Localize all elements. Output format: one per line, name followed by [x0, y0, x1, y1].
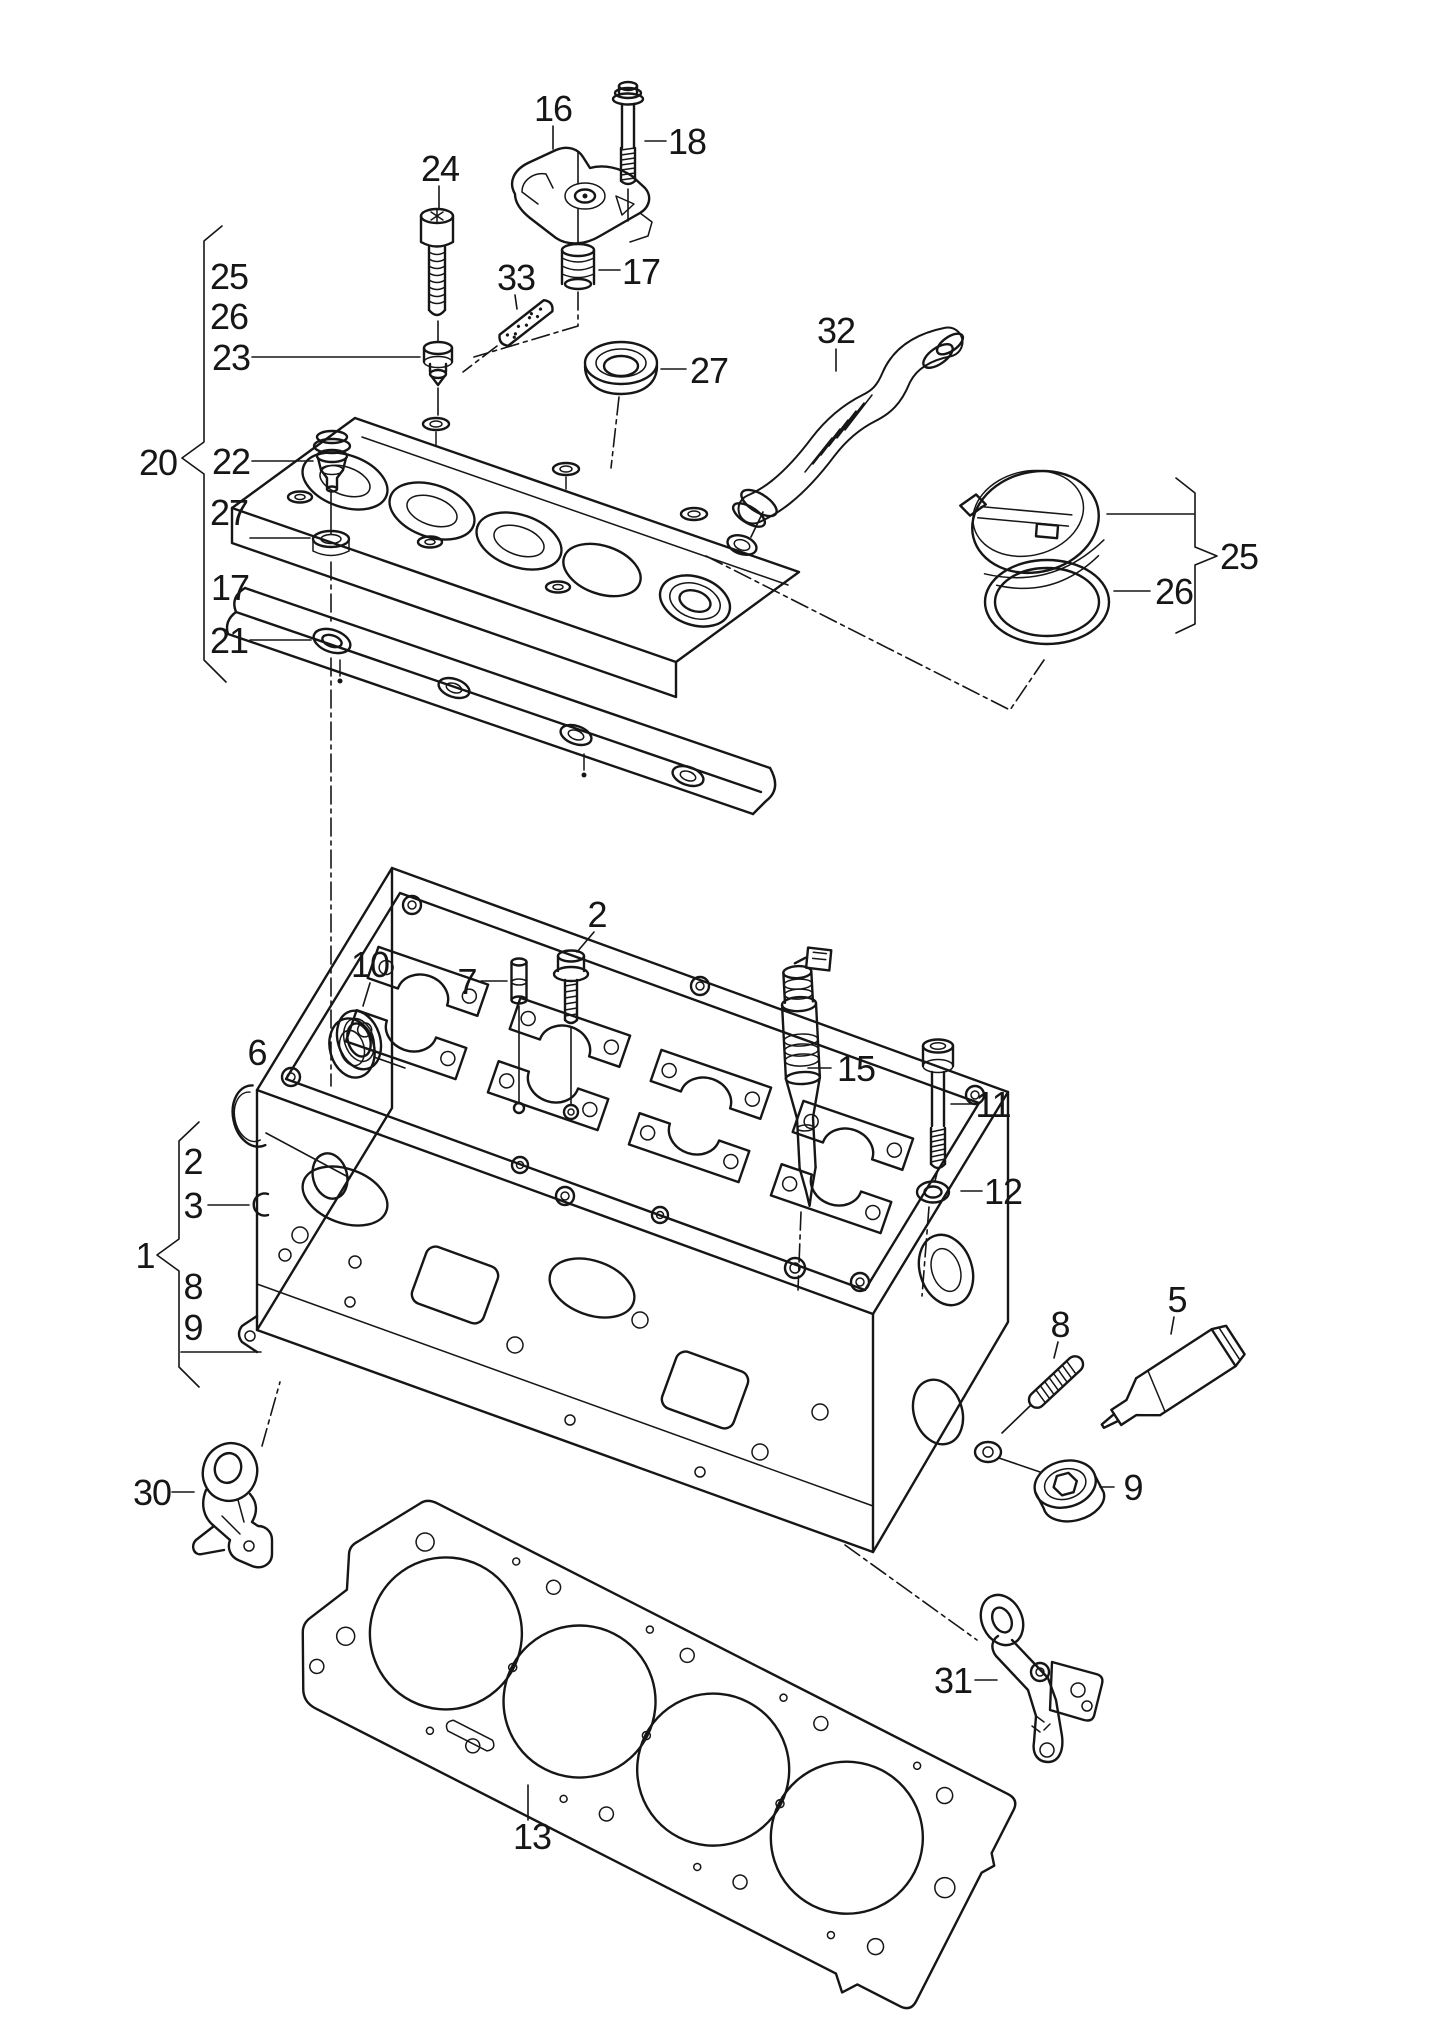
breather-hose-32: [731, 326, 965, 528]
callout-26-right: 26: [1155, 571, 1193, 612]
guide-pin-33: [498, 299, 554, 347]
bolt-18: [611, 80, 645, 186]
washer-12: [915, 1180, 951, 1204]
bearing-cap: [769, 1099, 915, 1235]
cover-bolt-seats: [286, 416, 709, 594]
group-braces: [156, 225, 1218, 1388]
grommet-23: [422, 340, 454, 387]
callout-15: 15: [837, 1048, 875, 1089]
cam-seal-10: [335, 1009, 383, 1071]
callout-27-top: 27: [690, 350, 728, 391]
cam-bracket-16: [510, 146, 653, 245]
head-gasket: [301, 1499, 1017, 2010]
callout-7: 7: [457, 961, 476, 1002]
cover-hump: [301, 451, 642, 598]
callout-25-left: 25: [210, 256, 248, 297]
callout-3-list: 3: [183, 1185, 202, 1226]
callout-20-group: 20: [139, 442, 177, 483]
head-right-face: [911, 1233, 1003, 1464]
sealing-plug-6: [231, 1084, 267, 1148]
callout-33: 33: [497, 257, 535, 298]
callout-8-list: 8: [183, 1266, 202, 1307]
rim-bosses: [280, 894, 986, 1293]
brace-group-20: [181, 225, 227, 683]
dowel-pin-7: [510, 957, 528, 1005]
callout-18: 18: [668, 121, 706, 162]
callout-27-left: 27: [210, 492, 248, 533]
callout-9-plug: 9: [1123, 1467, 1142, 1508]
oil-filler-neck: [658, 574, 732, 628]
callout-layer: 16 18 24 33 17 27 32 25 26 23 20 22 27 1…: [133, 88, 1259, 1857]
cover-lower-rail: [225, 586, 777, 816]
rail-grommet-21: [312, 627, 352, 655]
bolt-24: [419, 207, 455, 317]
callout-17-left: 17: [211, 567, 249, 608]
cylinder-head: [237, 866, 1010, 1554]
callout-2-mid: 2: [587, 894, 606, 935]
callout-31: 31: [934, 1660, 972, 1701]
callout-25-right: 25: [1220, 536, 1258, 577]
sealant-tube-5: [1100, 1324, 1246, 1429]
brace-group-25: [1175, 477, 1218, 634]
callout-22-left: 22: [212, 441, 250, 482]
callout-23-left: 23: [212, 337, 250, 378]
lifting-bracket-30: [191, 1441, 274, 1569]
pressure-valve-22: [312, 429, 352, 493]
callout-10: 10: [351, 944, 389, 985]
seal-ring-27: [583, 340, 659, 396]
bolt-2: [552, 949, 590, 1025]
callout-1-group: 1: [135, 1235, 154, 1276]
bolt-11: [921, 1038, 955, 1170]
bearing-cap: [486, 996, 632, 1132]
callout-24: 24: [421, 148, 459, 189]
callout-17-top: 17: [622, 251, 660, 292]
callout-26-left: 26: [210, 296, 248, 337]
callout-21-left: 21: [210, 620, 248, 661]
callout-8-stud: 8: [1050, 1304, 1069, 1345]
stud-8: [1027, 1355, 1085, 1409]
callout-6: 6: [247, 1032, 266, 1073]
support-bracket-31: [979, 1593, 1104, 1764]
bearing-cap: [627, 1048, 773, 1184]
cap-seal-ring-26: [983, 558, 1111, 646]
callout-2-list: 2: [183, 1141, 202, 1182]
callout-9-list: 9: [183, 1307, 202, 1348]
callout-16: 16: [534, 88, 572, 129]
head-front-face: [291, 1165, 829, 1478]
grommet-17: [560, 242, 596, 291]
leader-lines: [171, 125, 1195, 1821]
valve-cover: [230, 416, 801, 699]
callout-11: 11: [975, 1084, 1010, 1125]
callout-13: 13: [513, 1816, 551, 1857]
callout-12: 12: [984, 1171, 1022, 1212]
callout-5: 5: [1167, 1279, 1186, 1320]
callout-30: 30: [133, 1472, 171, 1513]
clip-3: [252, 1192, 270, 1217]
oil-filler-cap-25: [959, 469, 1105, 590]
assembly-axes: [261, 151, 1045, 1641]
screw-plug-9: [1033, 1459, 1106, 1523]
injector-15: [780, 946, 833, 1208]
hose-stub: [726, 533, 758, 557]
callout-32: 32: [817, 310, 855, 351]
brace-group-1: [156, 1121, 200, 1388]
